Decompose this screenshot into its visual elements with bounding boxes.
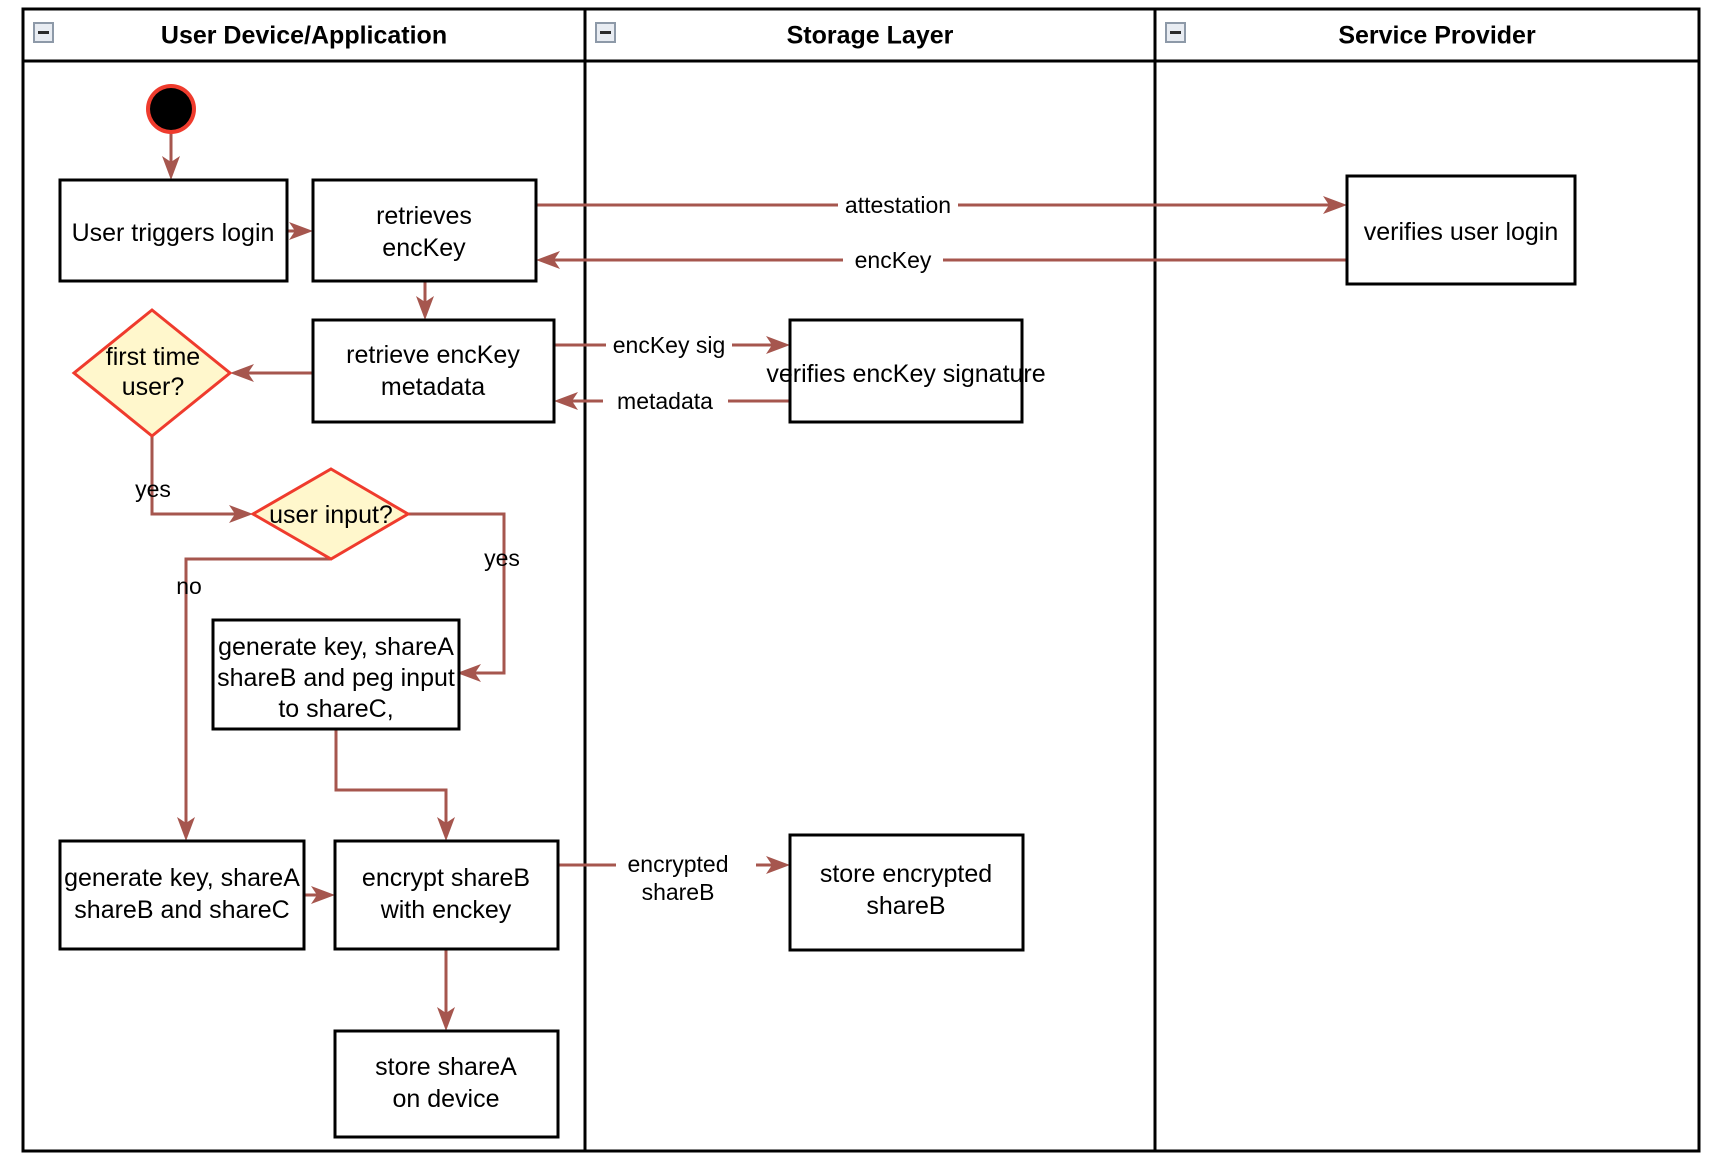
- edge-enckey-sig: encKey sig: [554, 332, 790, 358]
- edge-label-enckey: encKey: [855, 247, 932, 273]
- minus-icon[interactable]: [595, 22, 616, 43]
- node-label-line2: shareB and shareC: [74, 896, 289, 924]
- edge-label-attestation: attestation: [845, 192, 951, 218]
- node-label-line3: to shareC,: [278, 695, 393, 723]
- node-decision-first-time-user[interactable]: first time user?: [71, 308, 233, 438]
- node-generate-key-peg-input[interactable]: generate key, shareA shareB and peg inpu…: [211, 618, 461, 731]
- edge-generate-shares-to-encrypt: [304, 886, 335, 904]
- node-label-line2: on device: [392, 1085, 499, 1113]
- node-label-line1: encrypt shareB: [362, 864, 530, 892]
- edge-user-input-no-to-generate-shares: no: [176, 557, 330, 841]
- node-label-line2: shareB and peg input: [217, 664, 455, 692]
- lane-title: Service Provider: [1338, 22, 1536, 50]
- edge-first-time-yes-to-user-input: yes: [135, 410, 253, 523]
- node-label-line1: first time: [106, 343, 200, 371]
- edge-login-to-retrieves-enckey: [287, 222, 313, 240]
- node-label-line2: metadata: [381, 373, 485, 401]
- node-generate-key-shares[interactable]: generate key, shareA shareB and shareC: [58, 839, 306, 951]
- edge-label-encrypted-shareb-line1: encrypted: [627, 851, 728, 877]
- edge-generate-peg-to-encrypt: [334, 729, 455, 841]
- node-verifies-user-login[interactable]: verifies user login: [1345, 174, 1577, 286]
- node-store-encrypted-shareb[interactable]: store encrypted shareB: [788, 833, 1025, 952]
- node-user-triggers-login[interactable]: User triggers login: [58, 178, 289, 283]
- edge-metadata-return: metadata: [554, 388, 790, 414]
- edge-guard-no: no: [176, 573, 202, 599]
- edge-encrypt-to-store-sharea: [437, 949, 455, 1031]
- node-retrieve-enckey-metadata[interactable]: retrieve encKey metadata: [311, 318, 556, 424]
- node-label: User triggers login: [72, 219, 275, 247]
- node-label: user input?: [269, 501, 393, 529]
- edge-attestation: attestation: [536, 192, 1347, 218]
- node-label-line1: retrieve encKey: [346, 341, 520, 369]
- node-verifies-enckey-signature[interactable]: verifies encKey signature: [766, 318, 1046, 424]
- minus-icon[interactable]: [33, 22, 54, 43]
- node-label-line1: generate key, shareA: [64, 864, 300, 892]
- edge-metadata-to-first-time-user: [230, 364, 313, 382]
- edge-enckey-return: encKey: [536, 247, 1347, 273]
- lane-title: User Device/Application: [161, 22, 447, 50]
- node-label: verifies user login: [1364, 218, 1559, 246]
- edge-user-input-yes-to-generate-peg: yes: [408, 512, 520, 682]
- edge-guard-yes: yes: [484, 545, 520, 571]
- node-store-sharea-on-device[interactable]: store shareA on device: [333, 1029, 560, 1139]
- lane-header-user-device[interactable]: User Device/Application: [33, 22, 447, 50]
- node-label-line1: generate key, shareA: [218, 633, 454, 661]
- lane-header-storage[interactable]: Storage Layer: [595, 22, 954, 50]
- node-encrypt-shareb[interactable]: encrypt shareB with enckey: [333, 839, 560, 951]
- edge-label-encrypted-shareb-line2: shareB: [642, 879, 715, 905]
- node-label-line1: store shareA: [375, 1053, 517, 1081]
- edge-encrypted-shareb: encrypted shareB: [558, 840, 790, 905]
- node-initial[interactable]: [146, 84, 196, 134]
- edge-start-to-user-triggers-login: [162, 130, 180, 180]
- node-decision-user-input[interactable]: user input?: [249, 467, 411, 561]
- minus-icon[interactable]: [1165, 22, 1186, 43]
- diagram-frame: [21, 7, 1701, 1153]
- node-label-line2: encKey: [382, 234, 466, 262]
- node-label: verifies encKey signature: [766, 360, 1045, 388]
- node-label-line1: retrieves: [376, 202, 472, 230]
- lane-title: Storage Layer: [787, 22, 954, 50]
- node-label-line1: store encrypted: [820, 860, 992, 888]
- node-label-line2: user?: [122, 373, 185, 401]
- lane-header-service-provider[interactable]: Service Provider: [1165, 22, 1536, 50]
- node-label-line2: with enckey: [380, 896, 512, 924]
- edge-label-metadata: metadata: [617, 388, 713, 414]
- edge-label-enckey-sig: encKey sig: [613, 332, 726, 358]
- node-retrieves-enckey[interactable]: retrieves encKey: [311, 178, 538, 283]
- edge-guard-yes: yes: [135, 476, 171, 502]
- node-label-line2: shareB: [866, 892, 945, 920]
